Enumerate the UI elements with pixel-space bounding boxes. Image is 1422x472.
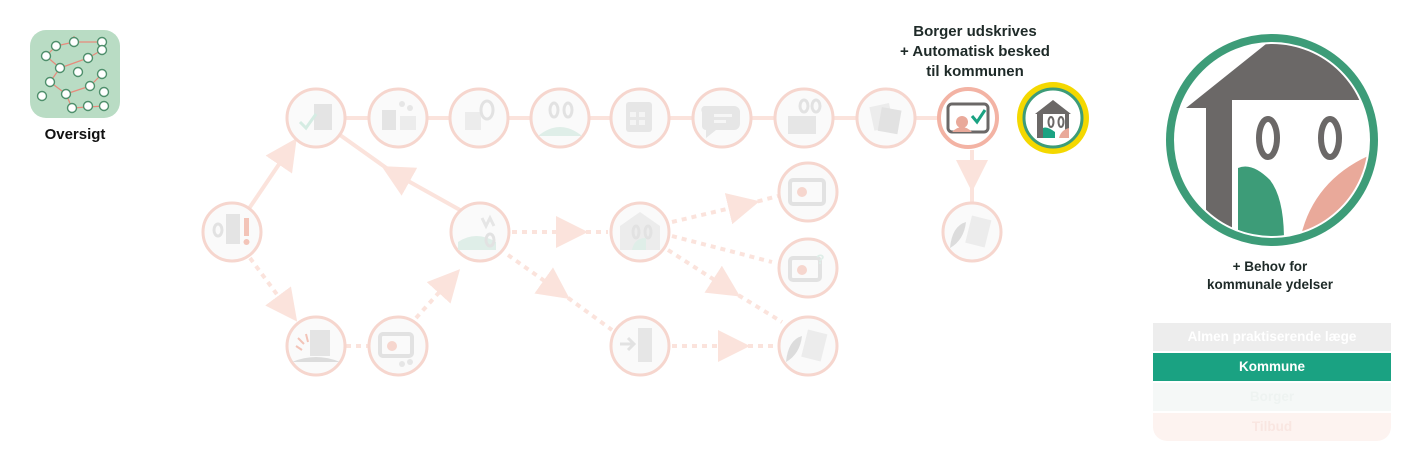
step-node-hospital[interactable] [285,315,347,377]
step-node-patient[interactable] [529,87,591,149]
step-node-consultation[interactable] [449,201,511,263]
connector-arrow [246,138,297,212]
step-node-municipality-active[interactable] [1017,82,1089,154]
legend-item-kommune[interactable]: Kommune [1153,353,1391,381]
connector-arrow [381,166,461,212]
connector-dashed [506,253,570,299]
network-map-icon [36,36,110,114]
overview-button[interactable] [30,30,120,118]
journey-connectors [246,116,988,362]
step-node-chat[interactable] [691,87,753,149]
connector-line [338,133,394,174]
connector-dashed [558,290,614,332]
svg-text:?: ? [816,251,825,267]
caption-line: + Behov for [1232,259,1308,274]
caption-line: Borger udskrives [913,23,1037,40]
legend-item-borger[interactable]: Borger [1153,383,1391,411]
step-node-papers[interactable] [855,87,917,149]
step-node-prescription-2[interactable] [777,315,839,377]
step-node-calculator[interactable] [609,87,671,149]
current-step-caption: Borger udskrives + Automatisk besked til… [880,22,1070,82]
actor-legend: Almen praktiserende læge Kommune Borger … [1153,323,1391,443]
step-node-checklist[interactable] [285,87,347,149]
step-node-home[interactable] [609,201,671,263]
legend-item-tilbud[interactable]: Tilbud [1153,413,1391,441]
house-with-people-icon [1166,34,1378,246]
detail-caption: + Behov for kommunale ydelser [1170,258,1370,294]
step-node-discharge-message[interactable] [937,87,999,149]
step-node-alert[interactable] [201,201,263,263]
step-node-report[interactable] [773,87,835,149]
step-node-prescription[interactable] [941,201,1003,263]
step-node-id-card[interactable] [777,161,839,223]
step-node-referral-card[interactable] [367,315,429,377]
caption-line: kommunale ydelser [1206,277,1334,292]
step-node-documents[interactable] [367,87,429,149]
connector-dashed [666,248,741,297]
overview-label: Oversigt [44,126,106,143]
step-node-arrival[interactable] [609,315,671,377]
connector-dashed [414,269,461,320]
step-node-question-card[interactable]: ? [777,237,839,299]
journey-steps[interactable]: ? [201,82,1089,377]
connector-dashed [248,256,298,322]
connector-dashed [671,193,760,225]
caption-line: til kommunen [926,63,1024,80]
step-node-lab-tests[interactable] [448,87,510,149]
legend-item-almen-praktiserende-laege[interactable]: Almen praktiserende læge [1153,323,1391,351]
connector-dashed [671,234,773,264]
connector-dashed [747,194,779,206]
caption-line: + Automatisk besked [900,43,1050,60]
connector-dashed [728,288,784,324]
